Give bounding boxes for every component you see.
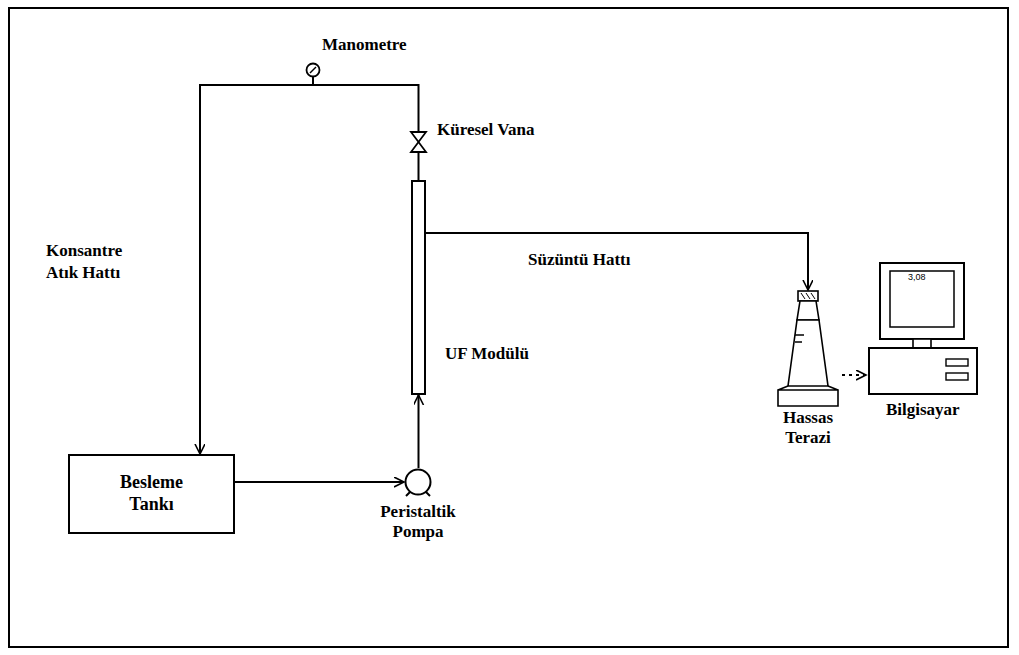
line-label: Konsantre Atık Hattı [44, 240, 148, 284]
pipe-line [418, 395, 420, 468]
node-label: Manometre [322, 35, 407, 55]
pipe-line [200, 85, 313, 454]
node-label: Küresel Vana [437, 120, 534, 140]
node-label: 3,08 [908, 272, 926, 283]
pipe-line [235, 481, 404, 483]
precision-balance-symbol [776, 290, 840, 408]
outer-frame [9, 8, 1008, 647]
feed-tank: Besleme Tankı [68, 454, 235, 534]
uf-module-symbol [411, 180, 426, 395]
node-label: UF Modülü [445, 344, 529, 364]
uf-module: UF Modülü [411, 180, 426, 395]
pressure-gauge: Manometre [305, 62, 321, 85]
pipe-line [842, 374, 866, 376]
line-label: Süzüntü Hattı [526, 249, 633, 271]
pipe-line [418, 153, 420, 180]
ball-valve: Küresel Vana [410, 131, 427, 153]
pipe-line [426, 233, 808, 290]
pressure-gauge-symbol [305, 62, 321, 85]
peristaltic-pump: Peristaltik Pompa [404, 468, 432, 496]
pipe-line [313, 85, 419, 131]
node-label: Peristaltik Pompa [368, 502, 468, 543]
computer: 3,08Bilgisayar [868, 262, 978, 395]
precision-balance: Hassas Terazi [776, 290, 840, 408]
node-label: Bilgisayar [886, 400, 960, 420]
ball-valve-symbol [410, 131, 427, 153]
node-label: Besleme Tankı [107, 472, 197, 515]
peristaltic-pump-symbol [404, 468, 432, 496]
node-label: Hassas Terazi [760, 408, 856, 449]
